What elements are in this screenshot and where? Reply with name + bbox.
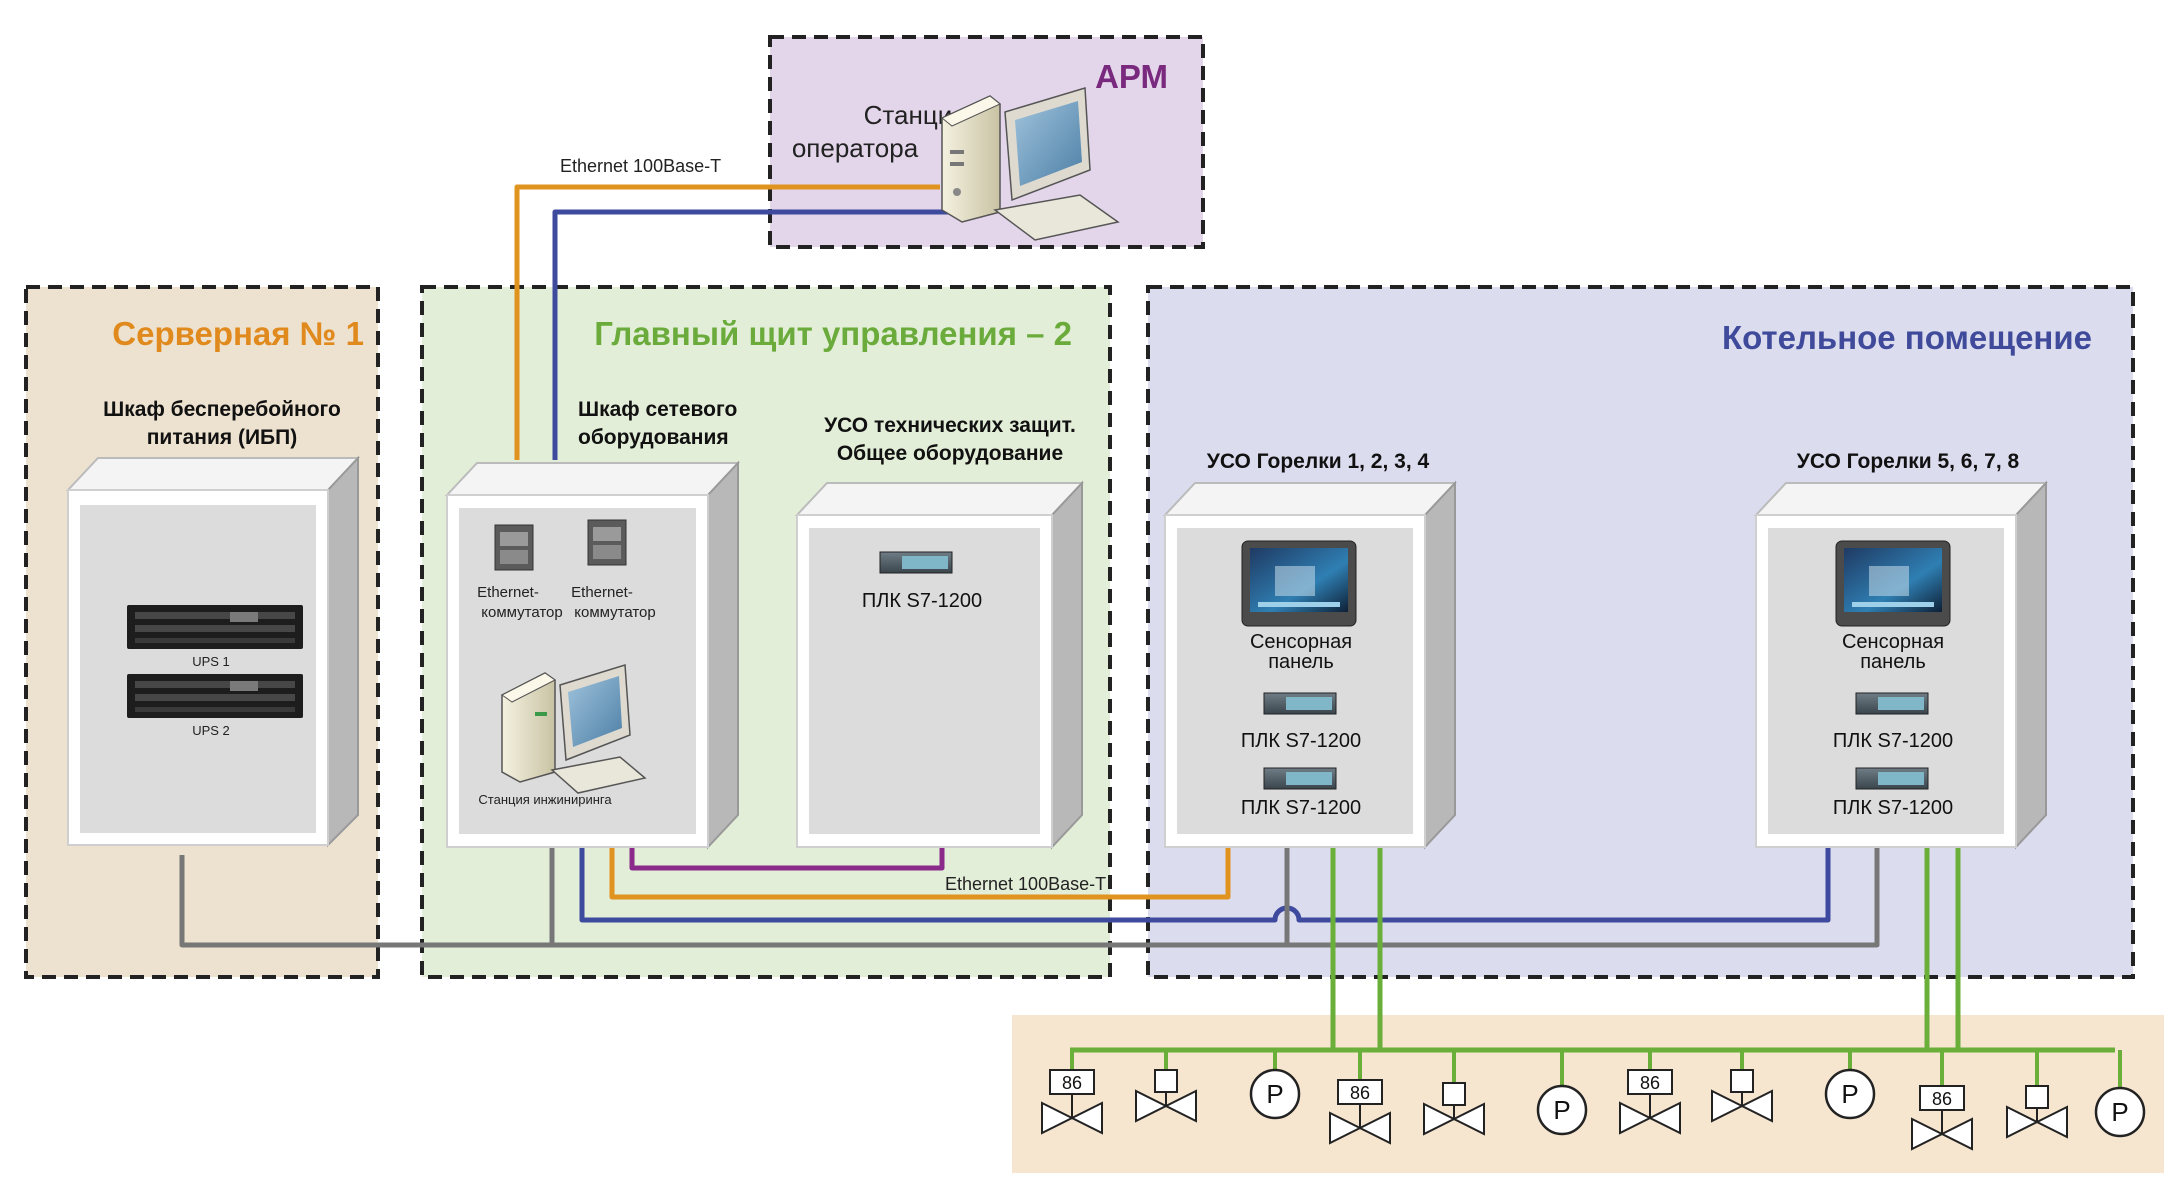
ups-unit-1 — [127, 605, 303, 649]
ups-unit-2 — [127, 674, 303, 718]
network-cabinet: Шкаф сетевого оборудования Ethernet- ком… — [444, 398, 741, 850]
ethernet-switch-1-label-1: Ethernet- — [477, 584, 539, 601]
uso-common-title-1: УСО технических защит. — [824, 414, 1076, 437]
actuator-box — [1730, 1069, 1754, 1093]
valve-icon — [1911, 1117, 1945, 1151]
zone-arm-title: АРМ — [1095, 58, 1168, 95]
uso-common-title-2: Общее оборудование — [837, 442, 1063, 465]
valve — [2006, 1050, 2068, 1139]
ethernet-switch-1-icon — [494, 524, 534, 571]
pressure-symbol: P — [1841, 1079, 1858, 1109]
cables — [179, 184, 2115, 1053]
valve-icon — [1329, 1111, 1363, 1145]
pressure-sensor: P — [1536, 1050, 1588, 1136]
plc-icon — [1263, 692, 1337, 715]
burner-5-8-panel-label-2: панель — [1860, 651, 1926, 673]
zone-server-title: Серверная № 1 — [112, 315, 364, 352]
pressure-icon — [1249, 1068, 1301, 1120]
valve-icon — [1619, 1101, 1653, 1135]
plc-icon — [1855, 692, 1929, 715]
pressure-icon — [1824, 1068, 1876, 1120]
zone-boiler-title: Котельное помещение — [1722, 319, 2092, 356]
valve-code: 86 — [1640, 1073, 1660, 1093]
pressure-symbol: P — [1553, 1095, 1570, 1125]
actuator-box — [1049, 1069, 1095, 1095]
burner-5-8-plc-2-label: ПЛК S7-1200 — [1833, 797, 1953, 819]
zone-main-panel-title: Главный щит управления – 2 — [594, 315, 1072, 352]
plc-icon — [1855, 767, 1929, 790]
burner-5-8-cabinet: УСО Горелки 5, 6, 7, 8 Сенсорная панель … — [1753, 450, 2049, 850]
valve — [1423, 1050, 1485, 1136]
valve-code: 86 — [1062, 1073, 1082, 1093]
ups-unit-2-label: UPS 2 — [192, 723, 230, 738]
burner-1-4-panel-label-2: панель — [1268, 651, 1334, 673]
ethernet-label-top: Ethernet 100Base-T — [560, 156, 721, 176]
valve-code: 86 — [1932, 1089, 1952, 1109]
pressure-sensor: P — [1249, 1050, 1301, 1120]
valve-actuator-86: 86 — [1041, 1050, 1103, 1135]
operator-station-label-2: оператора — [792, 133, 919, 163]
pressure-sensor: P — [2094, 1050, 2146, 1138]
uso-common-plc-label: ПЛК S7-1200 — [862, 590, 982, 612]
plc-icon — [1263, 767, 1337, 790]
touch-panel-icon — [1241, 540, 1357, 627]
actuator-box — [1337, 1079, 1383, 1105]
pressure-symbol: P — [2111, 1097, 2128, 1127]
pressure-symbol: P — [1266, 1079, 1283, 1109]
ethernet-label-bottom: Ethernet 100Base-T — [945, 874, 1106, 894]
zone-field — [1012, 1015, 2164, 1173]
burner-1-4-panel-label-1: Сенсорная — [1250, 631, 1352, 653]
burner-5-8-plc-1-label: ПЛК S7-1200 — [1833, 730, 1953, 752]
valve-icon — [1423, 1102, 1457, 1136]
plc-icon — [879, 551, 953, 574]
valve-actuator-86: 86 — [1329, 1050, 1391, 1145]
valve-icon — [1041, 1101, 1075, 1135]
pressure-icon — [2094, 1086, 2146, 1138]
touch-panel-icon — [1835, 540, 1951, 627]
valve-icon — [1135, 1089, 1169, 1123]
engineering-computer-icon — [501, 664, 647, 794]
pressure-sensor: P — [1824, 1050, 1876, 1120]
valve-icon — [1711, 1089, 1745, 1123]
valve-actuator-86: 86 — [1911, 1050, 1973, 1151]
computer-icon — [941, 87, 1120, 241]
ethernet-switch-1-label-2: коммутатор — [481, 604, 562, 621]
valve-icon — [2006, 1105, 2040, 1139]
ups-cabinet: Шкаф бесперебойного питания (ИБП) UPS 1 … — [65, 398, 361, 848]
ups-unit-1-label: UPS 1 — [192, 654, 230, 669]
actuator-box — [2025, 1085, 2049, 1109]
ups-cabinet-title-1: Шкаф бесперебойного — [103, 398, 341, 421]
burner-1-4-plc-1-label: ПЛК S7-1200 — [1241, 730, 1361, 752]
engineering-station-label: Станция инжиниринга — [478, 792, 612, 807]
burner-1-4-plc-2-label: ПЛК S7-1200 — [1241, 797, 1361, 819]
operator-station: Станция оператора — [792, 87, 1120, 241]
network-cabinet-title-2: оборудования — [578, 426, 729, 449]
actuator-box — [1442, 1082, 1466, 1106]
ups-cabinet-title-2: питания (ИБП) — [147, 426, 298, 449]
burner-5-8-title: УСО Горелки 5, 6, 7, 8 — [1797, 450, 2020, 473]
network-cabinet-title-1: Шкаф сетевого — [578, 398, 737, 421]
valve — [1135, 1050, 1197, 1123]
ethernet-switch-2-label-1: Ethernet- — [571, 584, 633, 601]
valve — [1711, 1050, 1773, 1123]
burner-5-8-panel-label-1: Сенсорная — [1842, 631, 1944, 653]
actuator-box — [1154, 1069, 1178, 1093]
burner-1-4-title: УСО Горелки 1, 2, 3, 4 — [1207, 450, 1430, 473]
ethernet-switch-2-icon — [587, 519, 627, 566]
ethernet-switch-2-label-2: коммутатор — [574, 604, 655, 621]
valve-actuator-86: 86 — [1619, 1050, 1681, 1135]
burner-1-4-cabinet: УСО Горелки 1, 2, 3, 4 Сенсорная панель … — [1162, 450, 1458, 850]
pressure-icon — [1536, 1084, 1588, 1136]
uso-common-cabinet: УСО технических защит. Общее оборудовани… — [794, 414, 1085, 850]
valve-code: 86 — [1350, 1083, 1370, 1103]
